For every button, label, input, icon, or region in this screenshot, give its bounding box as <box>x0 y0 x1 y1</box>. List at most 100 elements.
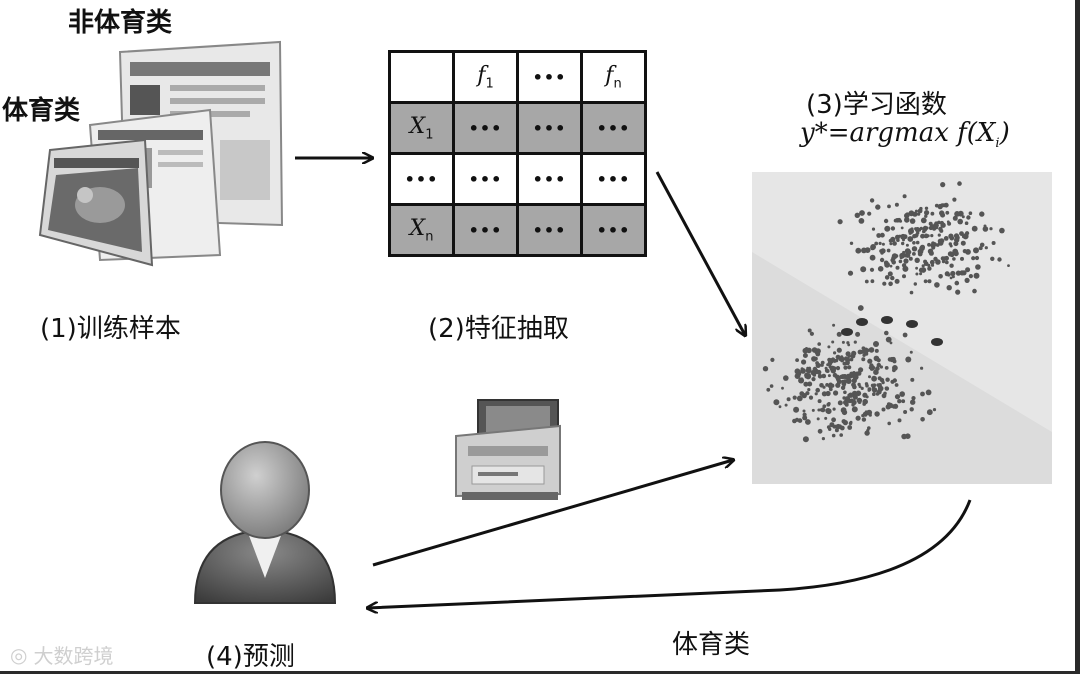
header-f1-sub: 1 <box>485 76 494 92</box>
scatter-point <box>901 399 906 404</box>
web-pages-illustration <box>38 40 284 267</box>
scatter-point <box>984 246 988 250</box>
scatter-point <box>884 330 889 336</box>
scatter-point <box>794 417 800 422</box>
scatter-point <box>979 242 985 248</box>
scatter-point <box>802 436 809 443</box>
scatter-point <box>867 358 873 364</box>
scatter-point <box>937 203 943 210</box>
scatter-point <box>966 215 971 220</box>
scatter-point <box>831 417 836 423</box>
scatter-point <box>821 391 827 397</box>
scatter-point <box>938 274 943 279</box>
row-x1-label: X <box>409 113 426 139</box>
scatter-point <box>920 217 927 224</box>
scatter-point <box>847 393 851 397</box>
table-row-head-x1: X1 <box>388 101 455 155</box>
scatter-point <box>875 204 881 210</box>
scatter-point <box>891 253 898 259</box>
scatter-point <box>845 351 851 357</box>
table-row: Xn ••• ••• ••• <box>388 203 647 257</box>
scatter-point <box>913 282 917 286</box>
scatter-point <box>871 227 876 231</box>
scatter-point <box>811 377 816 382</box>
scatter-point <box>812 366 818 372</box>
scatter-point <box>869 363 874 368</box>
watermark: ◎ 大数跨境 <box>10 640 113 669</box>
scatter-point <box>821 437 825 441</box>
scatter-point <box>924 206 929 210</box>
scatter-point <box>867 387 872 392</box>
scatter-point <box>902 194 907 199</box>
scatter-point <box>880 232 885 238</box>
scatter-point <box>781 386 784 390</box>
scatter-point <box>897 399 902 404</box>
scatter-point <box>947 273 951 277</box>
scatter-point <box>839 374 844 379</box>
scatter-point <box>883 218 889 224</box>
scatter-point <box>964 277 970 283</box>
scatter-point <box>875 366 880 371</box>
scatter-point <box>990 256 995 261</box>
scatter-point <box>841 340 845 344</box>
formula-close: ) <box>999 118 1010 148</box>
scatter-point <box>820 407 826 413</box>
scatter-point <box>874 241 879 246</box>
scatter-point <box>949 276 953 280</box>
scatter-point <box>954 280 960 286</box>
scatter-point <box>910 227 914 231</box>
scatter-point <box>879 249 883 253</box>
scatter-point <box>918 267 924 273</box>
scatter-point <box>952 257 956 261</box>
scatter-point <box>855 371 860 376</box>
scatter-point <box>853 340 857 344</box>
scatter-point <box>842 383 846 387</box>
scatter-point <box>1007 264 1010 267</box>
scatter-point <box>908 231 912 235</box>
scatter-point <box>961 215 965 219</box>
scatter-cluster-blob <box>931 338 943 346</box>
scatter-point <box>825 408 832 415</box>
scatter-point <box>917 208 923 214</box>
scatter-point <box>893 218 898 223</box>
scatter-point <box>839 425 845 431</box>
scatter-point <box>817 428 823 434</box>
scatter-point <box>816 417 820 421</box>
scatter-point <box>905 212 910 218</box>
scatter-point <box>909 218 916 224</box>
scatter-cluster-blob <box>856 318 868 326</box>
scatter-point <box>876 362 881 368</box>
scatter-point <box>867 426 871 430</box>
scatter-point <box>877 266 884 272</box>
step3-label: (3)学习函数 <box>806 90 947 120</box>
scatter-point <box>773 399 780 406</box>
scatter-point <box>802 412 807 417</box>
table-cell: ••• <box>516 203 583 257</box>
scatter-point <box>965 231 970 236</box>
table-cell: ••• <box>452 152 519 206</box>
scatter-point <box>814 392 818 396</box>
scatter-point <box>794 368 801 375</box>
scatter-point <box>957 218 963 225</box>
scatter-point <box>938 226 943 232</box>
scatter-point <box>835 354 841 360</box>
scatter-point <box>902 274 906 279</box>
scatter-point <box>962 249 967 254</box>
scatter-point <box>884 225 891 232</box>
scatter-point <box>903 410 908 414</box>
scatter-point <box>828 358 834 364</box>
scatter-point <box>817 399 822 404</box>
table-header-fn: fn <box>580 50 647 104</box>
table-cell: ••• <box>580 101 647 155</box>
scatter-point <box>983 224 987 228</box>
table-header-row: f1 ••• fn <box>388 50 647 104</box>
scatter-point <box>855 331 861 337</box>
scatter-point <box>948 242 952 246</box>
scatter-point <box>825 383 829 387</box>
scatter-point <box>914 257 920 263</box>
scatter-point <box>857 349 863 355</box>
scatter-point <box>828 387 833 392</box>
scatter-point <box>973 247 979 254</box>
scatter-point <box>937 233 941 237</box>
scatter-point <box>974 255 980 261</box>
